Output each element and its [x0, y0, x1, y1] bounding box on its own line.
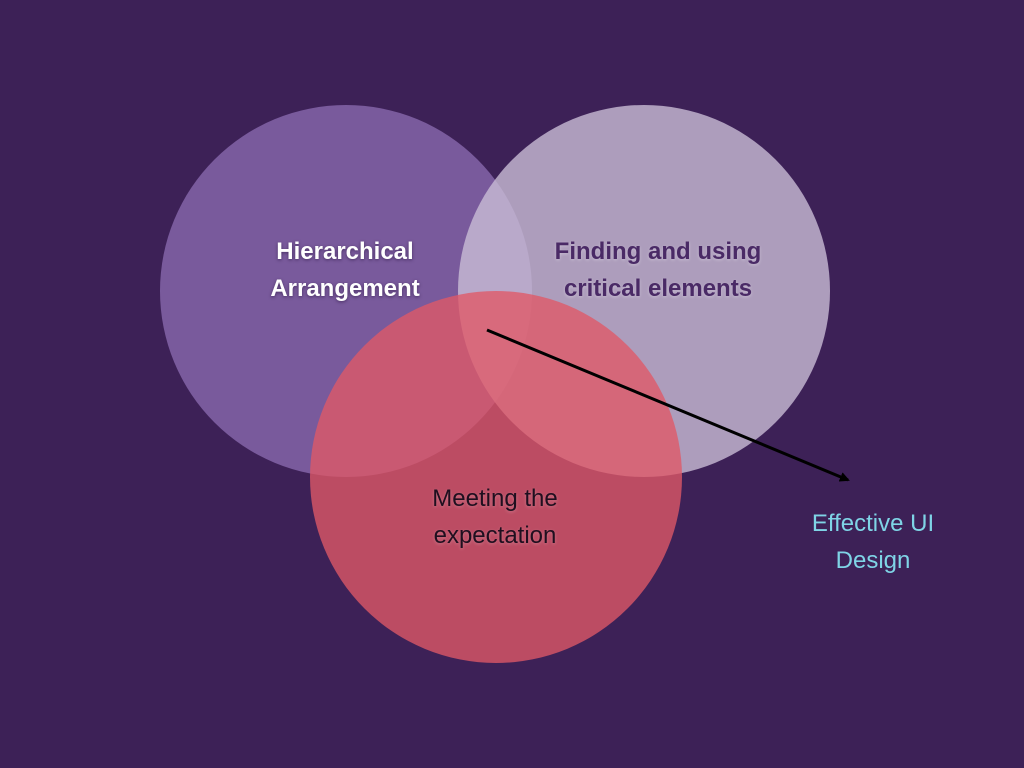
label-meeting-expectation: Meeting the expectation: [360, 480, 630, 554]
label-line: expectation: [433, 522, 557, 549]
label-hierarchical-arrangement: Hierarchical Arrangement: [200, 233, 490, 307]
label-line: Finding and using: [554, 238, 762, 265]
label-line: Hierarchical: [276, 238, 414, 265]
outcome-arrow: [486, 328, 850, 482]
label-line: Arrangement: [270, 275, 420, 302]
label-line: Effective UI: [811, 510, 935, 537]
circle-meeting-expectation: [310, 291, 682, 663]
label-effective-ui-design: Effective UI Design: [773, 505, 973, 579]
label-finding-critical-elements: Finding and using critical elements: [508, 233, 808, 307]
label-line: critical elements: [563, 275, 753, 302]
label-line: Meeting the: [432, 485, 558, 512]
label-line: Design: [835, 547, 911, 574]
